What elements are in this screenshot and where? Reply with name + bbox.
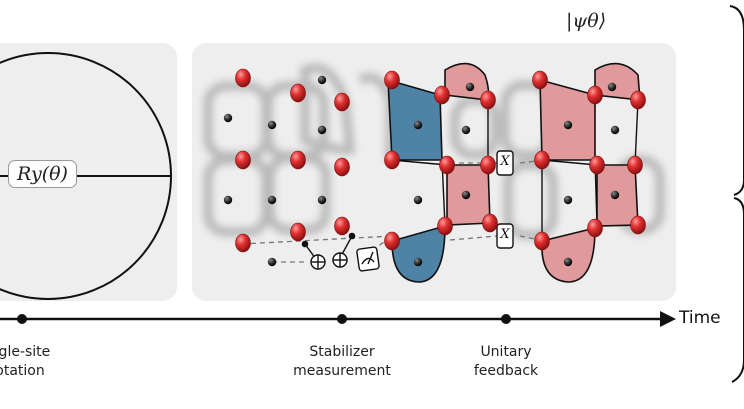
data-qubit xyxy=(587,85,603,105)
label-feedback-line2: feedback xyxy=(473,363,539,379)
ancilla-qubit xyxy=(563,195,573,205)
ancilla-qubit xyxy=(607,82,617,92)
data-qubit xyxy=(532,70,548,90)
brace-top xyxy=(729,5,744,196)
data-qubit xyxy=(587,218,603,238)
data-qubit xyxy=(589,155,605,175)
ancilla-qubit xyxy=(461,125,471,135)
data-qubit xyxy=(480,155,496,175)
data-qubit xyxy=(384,231,400,251)
brace-group xyxy=(729,5,744,383)
label-measurement-line1: Stabilizer xyxy=(309,344,375,360)
label-measurement: Stabilizer measurement xyxy=(282,343,402,381)
red-plaquette-b xyxy=(594,62,641,101)
tick-rotation xyxy=(17,314,27,324)
data-qubit xyxy=(235,233,251,253)
label-rotation-line2: otation xyxy=(0,363,45,379)
red-plaquette-d xyxy=(541,226,596,283)
time-axis-label: Time xyxy=(679,308,721,328)
x-gate-top-label: X xyxy=(500,154,510,169)
data-qubit xyxy=(334,216,350,236)
x-gate-top xyxy=(496,150,514,176)
data-qubit xyxy=(235,150,251,170)
time-arrowhead xyxy=(660,311,676,327)
data-qubit xyxy=(290,83,306,103)
data-qubit xyxy=(235,68,251,88)
ancilla-qubit xyxy=(267,195,277,205)
brace-bottom xyxy=(731,197,744,383)
data-qubit xyxy=(534,231,550,251)
ancilla-qubit xyxy=(267,257,277,267)
ancilla-qubit xyxy=(223,113,233,123)
ancilla-qubit xyxy=(413,195,423,205)
time-axis xyxy=(0,311,676,327)
data-qubit xyxy=(384,150,400,170)
x-gate-bottom-label: X xyxy=(500,227,510,242)
label-rotation: ngle-site otation xyxy=(0,343,70,381)
label-rotation-line1: ngle-site xyxy=(0,344,51,360)
x-gate-bottom xyxy=(496,223,514,249)
data-qubit xyxy=(627,155,643,175)
data-qubit xyxy=(334,157,350,177)
ancilla-qubit xyxy=(223,195,233,205)
ancilla-qubit xyxy=(267,120,277,130)
data-qubit xyxy=(480,90,496,110)
data-qubit xyxy=(334,92,350,112)
data-qubit xyxy=(290,150,306,170)
blue-plaquette-bottom xyxy=(391,224,446,283)
ancilla-qubit xyxy=(610,125,620,135)
ancilla-qubit xyxy=(413,120,423,130)
ancilla-qubit xyxy=(563,257,573,267)
label-feedback: Unitary feedback xyxy=(456,343,556,381)
state-label: |ψθ⟩ xyxy=(566,10,607,32)
ancilla-qubit xyxy=(461,190,471,200)
label-feedback-line1: Unitary xyxy=(480,344,532,360)
ancilla-qubit xyxy=(413,257,423,267)
label-measurement-line2: measurement xyxy=(293,363,391,379)
data-qubit xyxy=(290,222,306,242)
cnot-gates xyxy=(301,232,380,272)
red-plaquette-a xyxy=(539,78,596,161)
ancilla-qubit xyxy=(610,190,620,200)
ancilla-qubit xyxy=(563,120,573,130)
feedback-operators xyxy=(496,150,514,249)
data-qubits xyxy=(235,68,646,253)
tick-measurement xyxy=(337,314,347,324)
ancilla-qubit xyxy=(317,75,327,85)
data-qubit xyxy=(384,70,400,90)
tick-feedback xyxy=(501,314,511,324)
data-qubit xyxy=(434,85,450,105)
ancilla-qubits xyxy=(223,75,620,267)
data-qubit xyxy=(630,90,646,110)
data-qubit xyxy=(439,155,455,175)
data-qubit xyxy=(630,215,646,235)
data-qubit xyxy=(482,213,498,233)
ancilla-qubit xyxy=(465,82,475,92)
plaquette-layer xyxy=(387,62,641,283)
data-qubit xyxy=(534,150,550,170)
ancilla-qubit xyxy=(317,125,327,135)
data-qubit xyxy=(437,216,453,236)
rotation-panel xyxy=(0,43,177,301)
ancilla-qubit xyxy=(317,195,327,205)
rotation-gate: Ry(θ) xyxy=(8,160,77,188)
